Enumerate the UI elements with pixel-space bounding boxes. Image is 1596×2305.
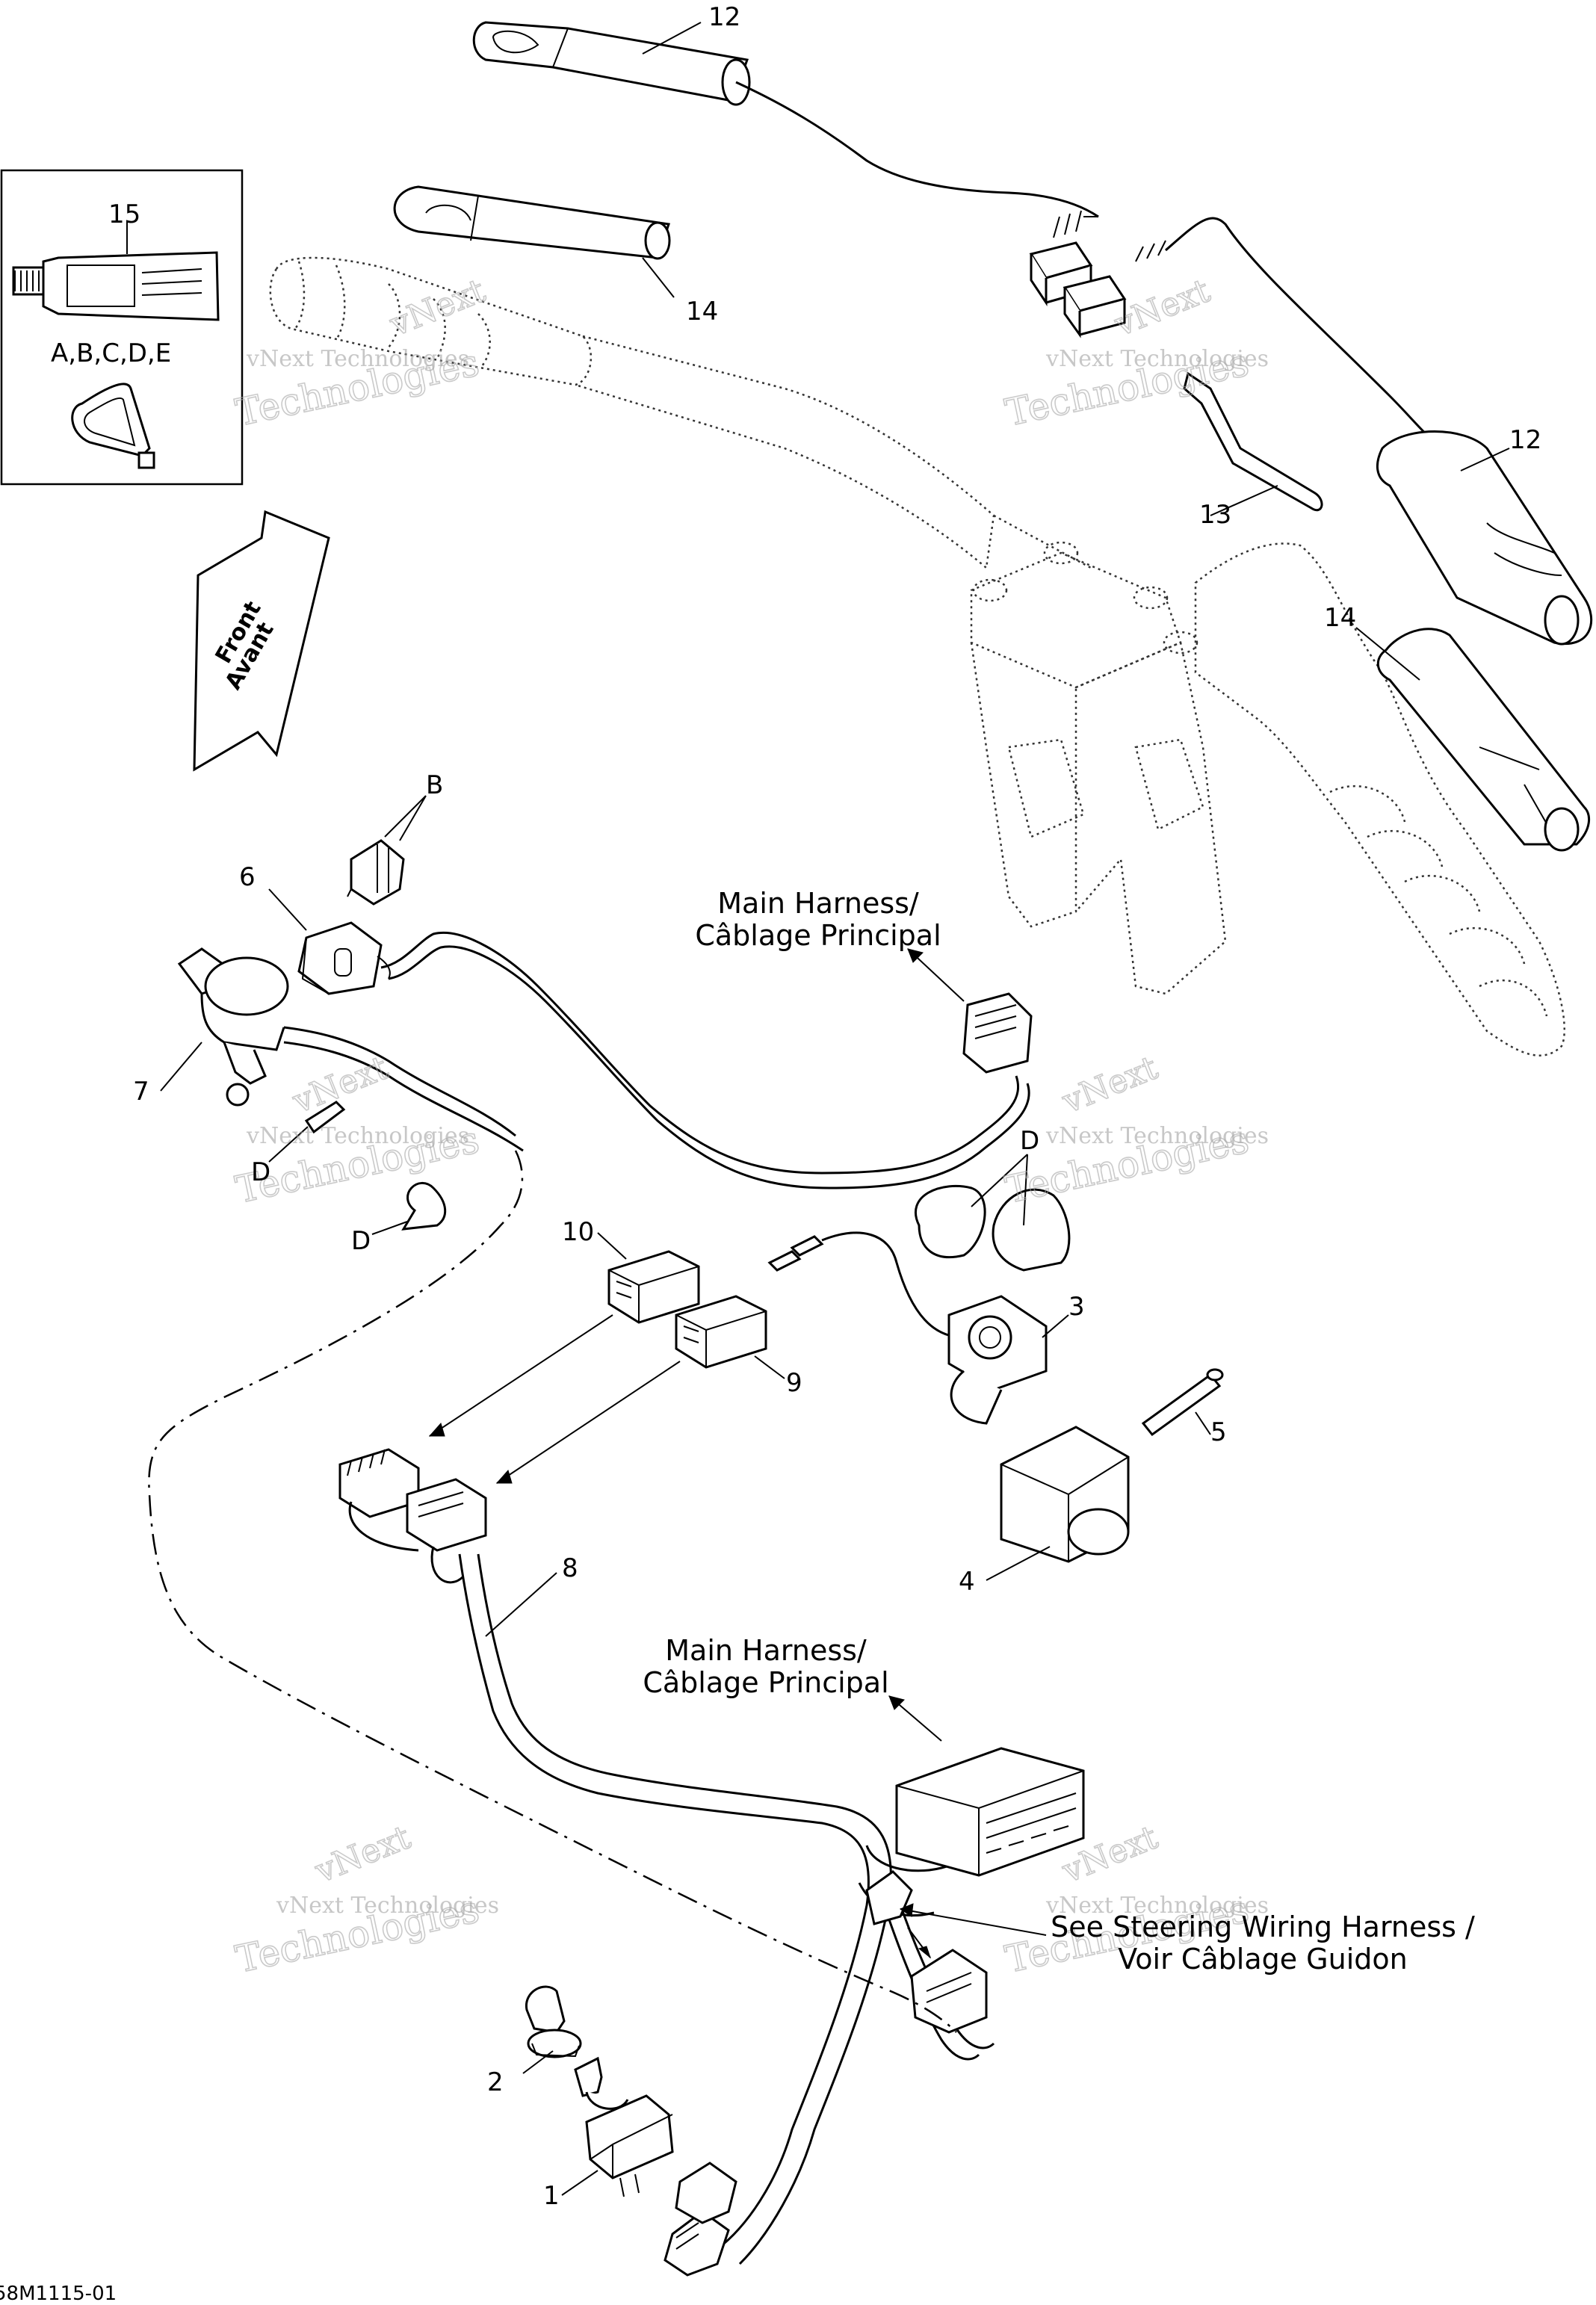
cable-tie-icon xyxy=(71,383,155,469)
connector-10 xyxy=(607,1250,700,1324)
callout-d-2: D xyxy=(351,1226,371,1256)
callout-6: 6 xyxy=(239,862,256,892)
clip-b xyxy=(347,839,405,906)
wiring-harness-8 xyxy=(338,1448,995,2277)
steering-note-line2: Voir Câblage Guidon xyxy=(1118,1943,1407,1976)
svg-text:vNext: vNext xyxy=(1109,271,1216,344)
callout-7: 7 xyxy=(133,1077,149,1107)
clip-d-2 xyxy=(401,1182,447,1231)
callout-14-right: 14 xyxy=(1324,603,1356,633)
callout-4: 4 xyxy=(959,1567,975,1597)
grip-heater-right xyxy=(1376,430,1593,646)
callout-3: 3 xyxy=(1068,1292,1085,1322)
main-harness-connector-top xyxy=(962,992,1033,1074)
switch-cap-2 xyxy=(525,1985,582,2058)
callout-9: 9 xyxy=(786,1368,802,1398)
callout-8: 8 xyxy=(562,1553,578,1583)
connector-9 xyxy=(675,1295,767,1369)
boot-4 xyxy=(1000,1426,1130,1563)
svg-text:vNext Technologies: vNext Technologies xyxy=(276,1893,499,1919)
callout-d-3: D xyxy=(1020,1126,1039,1156)
throttle-switch-7 xyxy=(177,947,289,1107)
callout-1: 1 xyxy=(543,2181,560,2211)
main-harness-note-top-line1: Main Harness/ xyxy=(717,887,919,920)
steering-note-line1: See Steering Wiring Harness / xyxy=(1051,1910,1475,1943)
clip-d-1 xyxy=(304,1101,346,1134)
routing-line xyxy=(148,1150,957,2033)
callout-2: 2 xyxy=(487,2067,504,2097)
svg-text:vNext Technologies: vNext Technologies xyxy=(1045,1893,1269,1919)
handlebar-clamp xyxy=(970,541,1227,995)
main-harness-note-bottom-line2: Câblage Principal xyxy=(643,1666,888,1699)
handlebar xyxy=(269,256,1565,1056)
leader-lines xyxy=(126,22,1510,2196)
figure-code: 58M1115-01 xyxy=(0,2283,117,2305)
harness-branch-top-2 xyxy=(388,945,1030,1189)
callout-d-1: D xyxy=(251,1157,270,1187)
kit-box xyxy=(0,169,244,486)
callout-12-top: 12 xyxy=(708,2,740,32)
clip-d-3 xyxy=(914,1184,1071,1272)
harness-branch-7 xyxy=(283,1026,516,1137)
harness-branch-top xyxy=(380,932,1020,1175)
notes: Main Harness/ Câblage Principal Main Har… xyxy=(643,887,1475,1976)
callout-13: 13 xyxy=(1199,500,1231,530)
svg-text:vNext Technologies: vNext Technologies xyxy=(1045,1123,1269,1149)
svg-text:vNext: vNext xyxy=(384,271,491,344)
callout-15: 15 xyxy=(108,199,140,229)
callout-labels: 12 15 A,B,C,D,E 14 12 13 14 B 6 7 D D D … xyxy=(51,2,1541,2211)
toggle-switch-1 xyxy=(574,2056,674,2197)
svg-text:vNext Technologies: vNext Technologies xyxy=(1045,346,1269,372)
switch-3 xyxy=(947,1295,1048,1425)
pin-5 xyxy=(1141,1368,1224,1437)
watermark-4: vNext vNext Technologies Technologies xyxy=(1001,1048,1269,1213)
callout-12-right: 12 xyxy=(1509,425,1541,455)
grip-heater-left xyxy=(472,21,1099,218)
main-harness-note-top-line2: Câblage Principal xyxy=(695,919,941,952)
main-harness-note-bottom-line1: Main Harness/ xyxy=(665,1634,867,1667)
grip-heater-connectors xyxy=(1029,210,1450,450)
callout-10: 10 xyxy=(562,1217,594,1247)
callout-14-top: 14 xyxy=(686,297,718,327)
svg-text:vNext Technologies: vNext Technologies xyxy=(246,346,469,372)
watermark-5: vNext vNext Technologies Technologies xyxy=(232,1818,499,1982)
callout-5: 5 xyxy=(1210,1417,1227,1447)
callout-b: B xyxy=(426,770,443,800)
svg-text:vNext: vNext xyxy=(309,1818,416,1890)
watermark-1: vNext vNext Technologies Technologies xyxy=(232,271,492,436)
connector-6 xyxy=(297,921,391,995)
harness-branch-7b xyxy=(283,1041,524,1152)
grip-14-right xyxy=(1376,628,1591,852)
svg-text:vNext: vNext xyxy=(1057,1048,1163,1121)
main-harness-connector-bottom xyxy=(895,1747,1085,1877)
wire-sleeve-13 xyxy=(1183,371,1323,511)
front-direction-arrow: Front Avant xyxy=(193,510,330,772)
grip-14-left xyxy=(393,185,671,260)
terminal-pins xyxy=(767,1231,965,1339)
callout-kit: A,B,C,D,E xyxy=(51,338,171,368)
grease-tube-icon xyxy=(12,251,220,321)
svg-text:vNext Technologies: vNext Technologies xyxy=(246,1123,469,1149)
